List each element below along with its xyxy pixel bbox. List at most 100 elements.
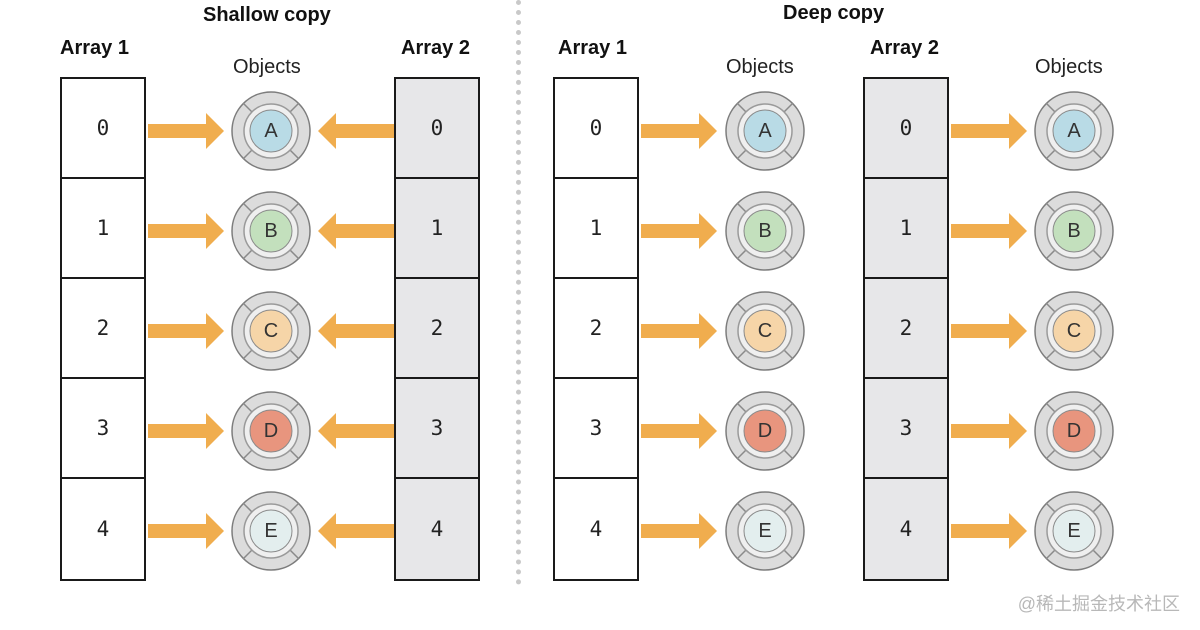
object-node: E (724, 490, 806, 572)
object-ring-icon (231, 191, 311, 271)
object-node: C (1033, 290, 1115, 372)
arrow-right-icon (641, 313, 717, 349)
object-ring-icon (1034, 291, 1114, 371)
array-cell: 1 (62, 179, 144, 279)
arrow-left-icon (318, 113, 394, 149)
array-cell: 0 (62, 79, 144, 179)
arrow-left-icon (318, 213, 394, 249)
object-node: C (724, 290, 806, 372)
object-letter: A (264, 119, 278, 142)
object-ring-icon (725, 391, 805, 471)
arrow-right-icon (951, 213, 1027, 249)
object-node: B (1033, 190, 1115, 272)
object-letter: D (757, 419, 773, 442)
object-ring-icon (725, 491, 805, 571)
object-ring-icon (231, 91, 311, 171)
arrow-right-icon (951, 513, 1027, 549)
deep-array1: 0 1 2 3 4 (553, 77, 639, 581)
object-ring-icon (725, 291, 805, 371)
object-ring-icon (231, 491, 311, 571)
object-letter: C (263, 319, 279, 342)
deep-copy-title: Deep copy (783, 2, 885, 24)
arrow-right-icon (641, 413, 717, 449)
object-node: B (230, 190, 312, 272)
object-node: C (230, 290, 312, 372)
arrow-right-icon (148, 113, 224, 149)
array-cell: 0 (555, 79, 637, 179)
watermark-text: @稀土掘金技术社区 (1017, 594, 1180, 614)
array-cell: 3 (396, 379, 478, 479)
object-node: D (724, 390, 806, 472)
arrow-left-icon (318, 413, 394, 449)
object-letter: C (757, 319, 773, 342)
arrow-right-icon (148, 313, 224, 349)
object-ring-icon (231, 391, 311, 471)
array-cell: 3 (865, 379, 947, 479)
array-cell: 4 (899, 517, 913, 541)
object-node: D (1033, 390, 1115, 472)
object-ring-icon (725, 91, 805, 171)
array-cell: 1 (865, 179, 947, 279)
deep-array2: 0 1 2 3 4 (863, 77, 949, 581)
object-node: E (230, 490, 312, 572)
array-cell: 4 (96, 517, 110, 541)
array-cell: 3 (555, 379, 637, 479)
object-ring-icon (1034, 491, 1114, 571)
array-cell: 0 (396, 79, 478, 179)
array-cell: 1 (555, 179, 637, 279)
arrow-right-icon (148, 513, 224, 549)
object-ring-icon (1034, 191, 1114, 271)
object-node: D (230, 390, 312, 472)
object-letter: B (264, 219, 278, 242)
array-cell: 3 (62, 379, 144, 479)
arrow-right-icon (641, 113, 717, 149)
arrow-right-icon (951, 113, 1027, 149)
section-divider (516, 0, 521, 585)
shallow-array1-label: Array 1 (60, 37, 129, 59)
arrow-right-icon (148, 413, 224, 449)
arrow-right-icon (641, 213, 717, 249)
arrow-left-icon (318, 313, 394, 349)
array-cell: 2 (865, 279, 947, 379)
array-cell: 4 (430, 517, 444, 541)
object-node: A (1033, 90, 1115, 172)
object-letter: A (1067, 119, 1081, 142)
array-cell: 4 (589, 517, 603, 541)
shallow-objects-label: Objects (233, 56, 301, 78)
deep-objects2-label: Objects (1035, 56, 1103, 78)
object-letter: E (1067, 519, 1081, 542)
object-letter: D (1066, 419, 1082, 442)
object-node: E (1033, 490, 1115, 572)
shallow-array2-label: Array 2 (401, 37, 470, 59)
shallow-array1: 0 1 2 3 4 (60, 77, 146, 581)
arrow-right-icon (148, 213, 224, 249)
object-letter: D (263, 419, 279, 442)
object-letter: B (1067, 219, 1081, 242)
object-letter: E (758, 519, 772, 542)
array-cell: 2 (555, 279, 637, 379)
arrow-right-icon (641, 513, 717, 549)
object-letter: B (758, 219, 772, 242)
deep-objects1-label: Objects (726, 56, 794, 78)
shallow-copy-title: Shallow copy (203, 4, 331, 26)
object-ring-icon (1034, 91, 1114, 171)
object-ring-icon (725, 191, 805, 271)
array-cell: 2 (396, 279, 478, 379)
object-letter: E (264, 519, 278, 542)
object-letter: C (1066, 319, 1082, 342)
shallow-array2: 0 1 2 3 4 (394, 77, 480, 581)
object-node: A (724, 90, 806, 172)
arrow-right-icon (951, 313, 1027, 349)
array-cell: 2 (62, 279, 144, 379)
object-ring-icon (1034, 391, 1114, 471)
deep-array2-label: Array 2 (870, 37, 939, 59)
array-cell: 1 (396, 179, 478, 279)
object-letter: A (758, 119, 772, 142)
object-ring-icon (231, 291, 311, 371)
arrow-left-icon (318, 513, 394, 549)
deep-array1-label: Array 1 (558, 37, 627, 59)
object-node: B (724, 190, 806, 272)
array-cell: 0 (865, 79, 947, 179)
arrow-right-icon (951, 413, 1027, 449)
object-node: A (230, 90, 312, 172)
